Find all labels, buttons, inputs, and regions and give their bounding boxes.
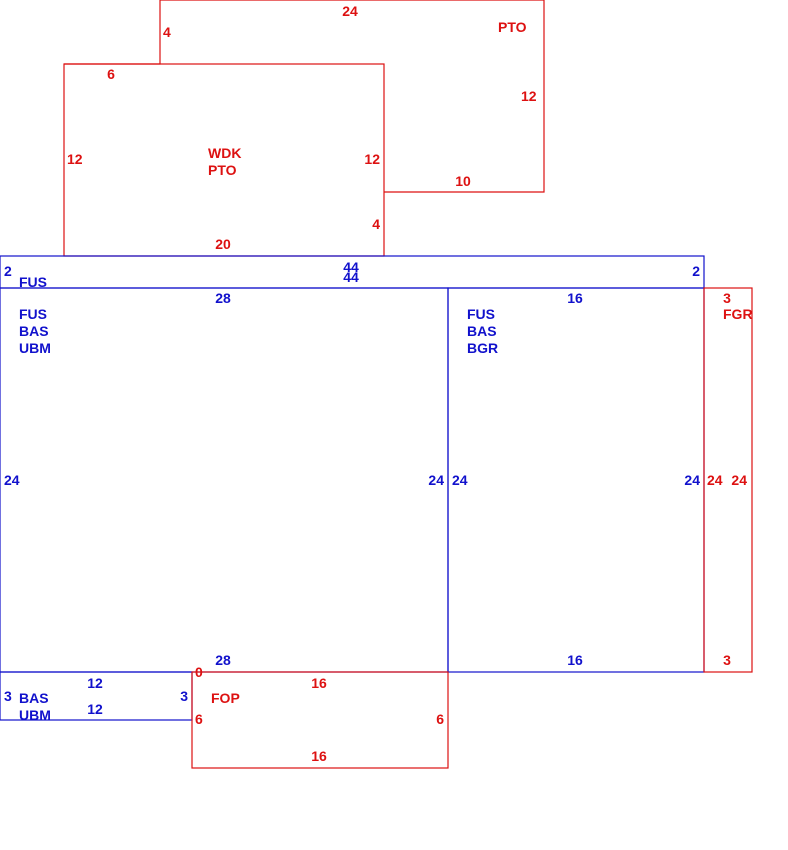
area-fus-bas-ubm: 28 24 24 28 FUS BAS UBM: [0, 287, 449, 673]
wdk-pto-dim-right: 12: [364, 151, 380, 167]
area-fop: 0 16 6 6 16 FOP: [191, 664, 449, 769]
area-fgr: 3 24 24 3 FGR: [703, 287, 753, 673]
fus-bas-bgr-label-2: BAS: [467, 323, 497, 339]
fgr-dim-top: 3: [723, 290, 731, 306]
pto-upper-dim-right: 12: [521, 88, 537, 104]
fgr-dim-bottom: 3: [723, 652, 731, 668]
fus-strip-dim-right: 2: [692, 263, 700, 279]
bas-ubm-small-dim-right: 3: [180, 688, 188, 704]
fgr-label: FGR: [723, 306, 753, 322]
area-fus-bas-bgr: 16 24 24 16 FUS BAS BGR: [447, 287, 705, 673]
pto-upper-outline: [64, 0, 545, 193]
wdk-pto-dim-right-lower: 4: [372, 216, 380, 232]
fus-bas-bgr-label-3: BGR: [467, 340, 498, 356]
bas-ubm-small-label-2: UBM: [19, 707, 51, 723]
wdk-pto-label-1: WDK: [208, 145, 241, 161]
bas-ubm-small-dim-left: 3: [4, 688, 12, 704]
bas-ubm-small-dim-top: 12: [87, 675, 103, 691]
fus-bas-ubm-label-3: UBM: [19, 340, 51, 356]
fgr-outline: [703, 287, 753, 673]
fop-dim-top: 16: [311, 675, 327, 691]
fop-outline: [191, 671, 449, 769]
pto-upper-label: PTO: [498, 19, 527, 35]
fus-bas-bgr-dim-top: 16: [567, 290, 583, 306]
fus-bas-ubm-dim-bottom: 28: [215, 652, 231, 668]
fus-bas-ubm-dim-right: 24: [428, 472, 444, 488]
fgr-dim-right: 24: [731, 472, 747, 488]
fgr-dim-left: 24: [707, 472, 723, 488]
fus-bas-bgr-dim-left: 24: [452, 472, 468, 488]
bas-ubm-small-dim-bottom: 12: [87, 701, 103, 717]
pto-upper-dim-bottom: 10: [455, 173, 471, 189]
pto-upper-dim-step: 4: [163, 24, 171, 40]
fop-dim-right: 6: [436, 711, 444, 727]
fop-dim-left: 6: [195, 711, 203, 727]
fus-strip-dim-left: 2: [4, 263, 12, 279]
wdk-pto-dim-left: 12: [67, 151, 83, 167]
fus-bas-ubm-label-1: FUS: [19, 306, 47, 322]
fop-dim-corner: 0: [195, 664, 203, 680]
wdk-pto-label-2: PTO: [208, 162, 237, 178]
fus-strip-dim-bottom: 44: [343, 269, 359, 285]
fop-dim-bottom: 16: [311, 748, 327, 764]
fus-bas-ubm-dim-left: 24: [4, 472, 20, 488]
fop-label: FOP: [211, 690, 240, 706]
fus-bas-ubm-label-2: BAS: [19, 323, 49, 339]
area-pto-upper: 24 4 6 12 10 PTO: [64, 0, 545, 193]
fus-strip-label: FUS: [19, 274, 47, 290]
fus-strip-dim-top: 44: [343, 259, 359, 275]
area-wdk-pto: 12 12 4 20 WDK PTO: [63, 63, 385, 257]
area-fus-strip: 2 44 44 2 FUS: [0, 255, 705, 290]
pto-upper-dim-top: 24: [342, 3, 358, 19]
wdk-pto-dim-bottom: 20: [215, 236, 231, 252]
pto-upper-dim-step-width: 6: [107, 66, 115, 82]
bas-ubm-small-label-1: BAS: [19, 690, 49, 706]
fus-bas-bgr-label-1: FUS: [467, 306, 495, 322]
fus-bas-ubm-outline: [0, 287, 449, 673]
fus-bas-ubm-dim-top: 28: [215, 290, 231, 306]
fus-bas-bgr-dim-right: 24: [684, 472, 700, 488]
fus-bas-bgr-dim-bottom: 16: [567, 652, 583, 668]
area-bas-ubm-small: 12 3 3 12 BAS UBM: [0, 671, 193, 723]
